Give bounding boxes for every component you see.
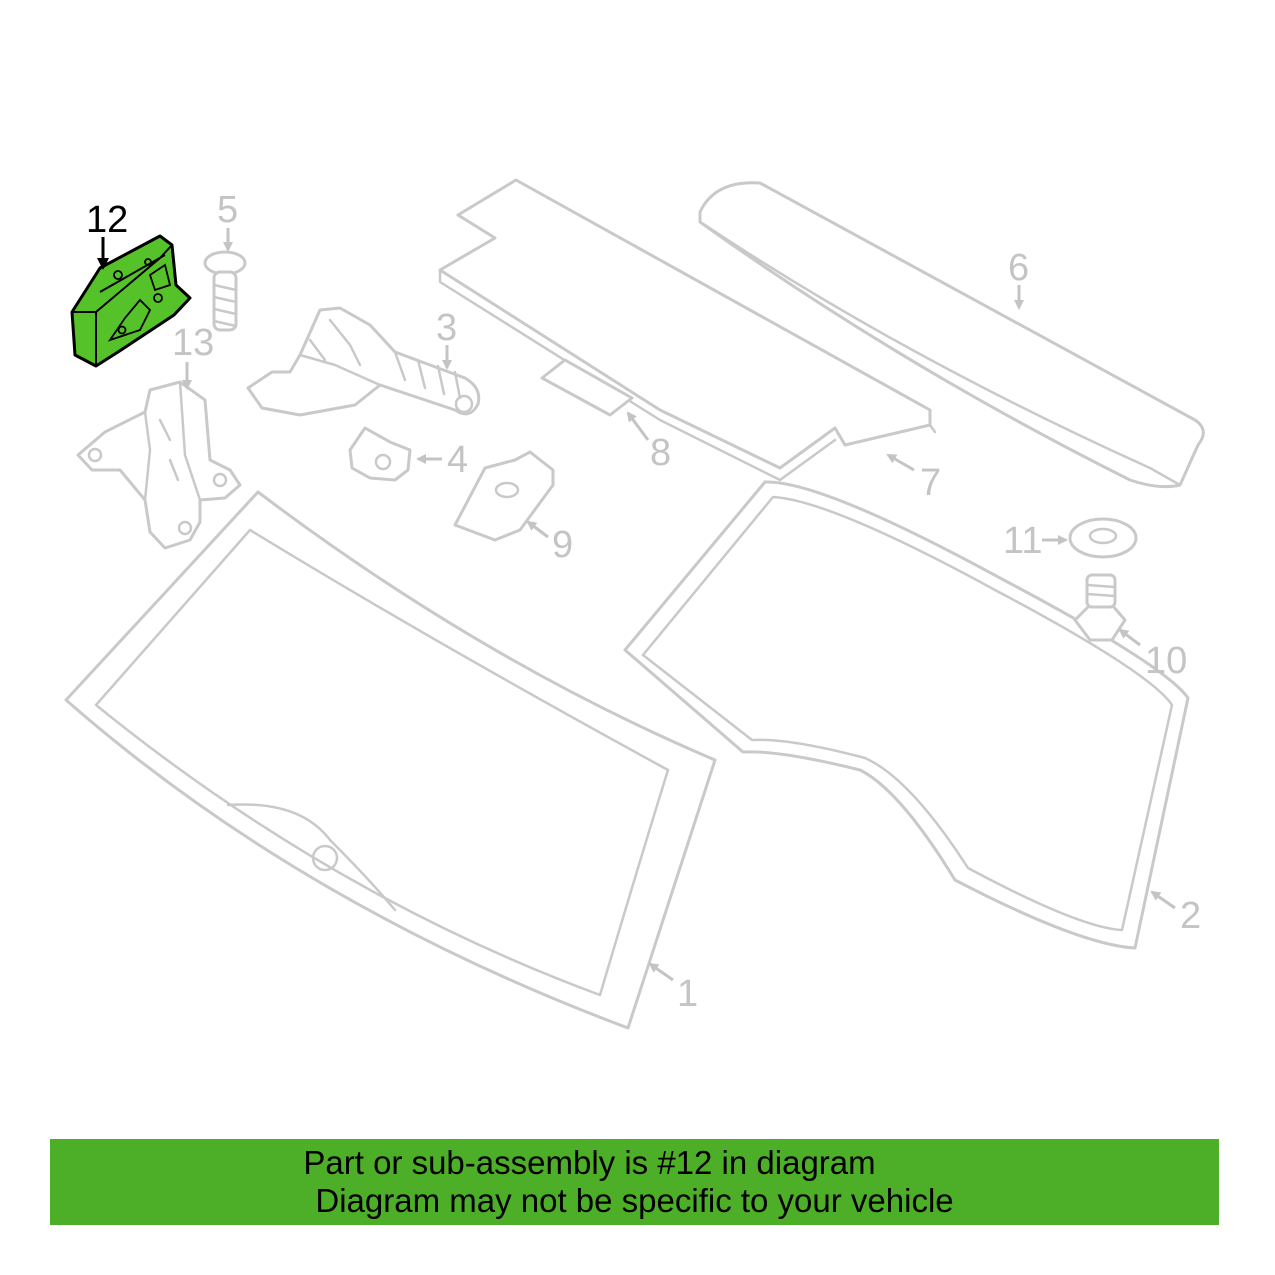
banner-line-1: Part or sub-assembly is #12 in diagram: [303, 1144, 876, 1181]
leader-7: [886, 453, 915, 472]
part-8-pad: [540, 358, 634, 417]
callout-2: 2: [1180, 895, 1201, 937]
callout-7: 7: [920, 462, 941, 504]
callout-5: 5: [217, 189, 238, 231]
callout-3: 3: [436, 307, 457, 349]
part-5-screw: [203, 250, 247, 332]
leader-10: [1118, 628, 1141, 647]
callout-8: 8: [650, 432, 671, 474]
part-11-washer: [1068, 517, 1138, 559]
info-banner: Part or sub-assembly is #12 in diagram D…: [50, 1139, 1219, 1225]
part-4-clip: [348, 426, 412, 482]
banner-line-2: Diagram may not be specific to your vehi…: [315, 1182, 954, 1219]
leader-1: [648, 962, 674, 982]
leader-2: [1150, 890, 1176, 910]
callout-1: 1: [677, 973, 698, 1015]
callout-12: 12: [86, 199, 128, 241]
part-2-glass-seal: [623, 480, 1190, 950]
callout-9: 9: [552, 524, 573, 566]
part-3-hinge: [246, 306, 481, 417]
part-13-bracket: [76, 380, 242, 550]
part-1-rear-glass: [64, 490, 717, 1030]
part-6-upper-panel: [698, 181, 1205, 489]
part-9-bracket: [453, 450, 555, 542]
part-7-trim-panel: [438, 178, 937, 482]
callout-11: 11: [1003, 520, 1042, 562]
callout-6: 6: [1008, 247, 1029, 289]
part-10-bolt: [1073, 573, 1127, 642]
callout-10: 10: [1145, 640, 1187, 682]
callout-4: 4: [447, 439, 468, 481]
leader-8: [626, 411, 650, 441]
callout-13: 13: [172, 322, 214, 364]
leader-9: [526, 520, 549, 539]
